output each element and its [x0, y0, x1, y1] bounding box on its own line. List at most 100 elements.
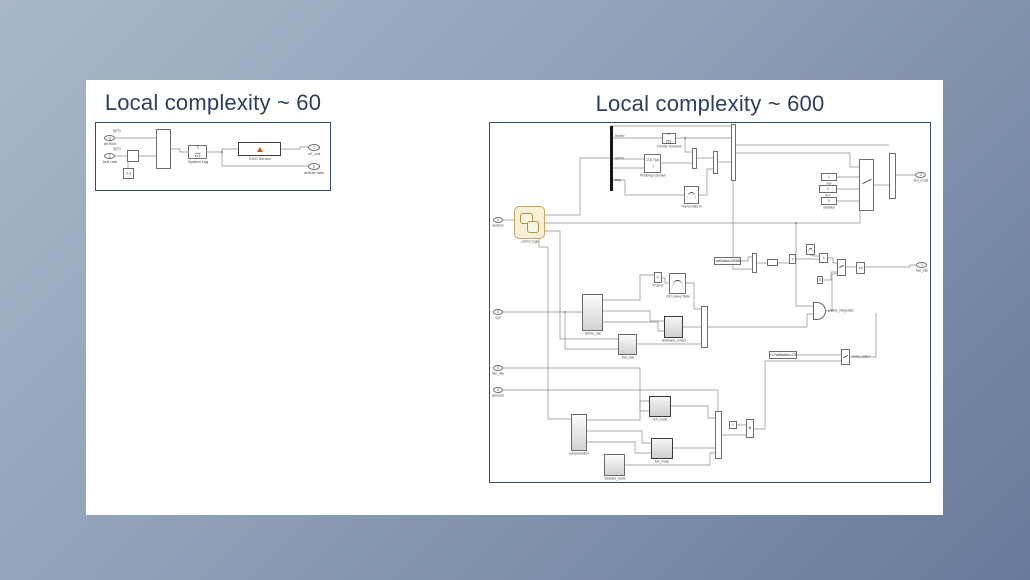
bus-selector-bar: [610, 126, 613, 191]
complex-model-wires: [503, 125, 916, 466]
feedback-control-subsystem: [664, 316, 683, 338]
control-logic-chart-label: control_logic: [520, 240, 539, 244]
pumping-constant-lookup-label: Pumping Constant: [639, 174, 666, 178]
fuel-rate-inport: 1: [104, 153, 115, 159]
fuel-rate-fb-inport-label: fuel_rate: [491, 372, 505, 376]
mux-right: [889, 153, 896, 199]
disabled-mode-subsystem-label: disabled_mode: [603, 477, 626, 481]
fuel-rate-fb-inport: 3: [493, 365, 503, 371]
pressure-inport: 4: [493, 387, 503, 393]
low-mode-const-label: low: [826, 182, 832, 186]
bus-creator: [731, 124, 736, 181]
mux-mid-2: [701, 306, 708, 348]
feedback-control-subsystem-label: feedback_control: [661, 339, 686, 343]
right-panel-title: Local complexity ~ 600: [595, 91, 825, 116]
product-p-label: Product: [652, 284, 664, 288]
lookup-curve-icon: [808, 247, 813, 254]
mux-block: [156, 129, 171, 169]
mid-switch: [837, 259, 846, 276]
switch-diagonal-icon: [842, 354, 849, 358]
disabled-mode-const-label: disabled: [823, 206, 835, 210]
lookup-curve-icon: [672, 279, 683, 293]
lookup-curve-icon: [686, 191, 697, 203]
o2-lookup-table: [669, 273, 686, 294]
pressure-inport-label: pressure: [491, 394, 505, 398]
ego-sensor-block-label: EGO Sensor: [248, 157, 271, 161]
fuel-mode-outport-label: fuel_mode: [913, 179, 928, 183]
mux-bottom: [715, 411, 722, 459]
bar-label-throttle: throttle: [615, 134, 625, 138]
feedforward-lookup: [806, 244, 815, 255]
fuel-calc-subsystem: [618, 334, 637, 355]
fuelmodes-disabled-annotation: In1.FuelModes.DISABLED: [714, 257, 741, 265]
airflow-calc-subsystem: [582, 294, 603, 331]
control-logic-chart: [514, 206, 545, 239]
disabled-mode-const: 0: [821, 197, 837, 205]
o2-out-outport: 1: [308, 144, 320, 151]
fuel-rate-outport: 1: [916, 262, 927, 268]
air-flow-inport: 2: [104, 135, 115, 141]
fuelmodes-low-annotation: In1.FuelModes.LOW: [769, 351, 797, 359]
system-lag-transfer-fcn-label: System Lag: [187, 160, 208, 164]
rich-mode-const-label: rich: [825, 194, 831, 198]
switch-diagonal-icon: [838, 265, 845, 269]
rich-mode-subsystem: [649, 396, 671, 417]
or-gate: [813, 302, 826, 320]
ramp-rate-ki-lookup: [684, 186, 699, 204]
switch-diagonal-icon: [861, 178, 872, 185]
o2-out-outport-label: o2_out: [308, 152, 320, 156]
ego-inport-label: ego: [495, 316, 501, 320]
product-p: x: [654, 272, 662, 283]
low-mode-const: 1: [821, 173, 837, 181]
ramp-rate-ki-lookup-label: Ramp Rate Ki: [681, 205, 702, 209]
compensation-subsystem: [571, 414, 587, 451]
sensors-inport: 1: [493, 217, 503, 223]
metered-fuel-block: [127, 150, 139, 162]
fuel-rate-outport-label: fuel_rate: [915, 269, 928, 273]
bar-label-speed: speed: [615, 156, 624, 160]
mode-select-switch: [841, 349, 850, 365]
slide: Local complexity ~ 60 Local complexity ~…: [86, 80, 943, 515]
rich-mode-const: 2: [819, 185, 837, 193]
compensation-subsystem-label: compensation: [569, 452, 589, 456]
low-mode-subsystem: [651, 438, 673, 459]
or-gate-label: enable_integration: [827, 309, 854, 313]
fuel-calc-subsystem-label: fuel_calc: [621, 356, 634, 360]
low-mode-subsystem-label: low_mode: [654, 460, 670, 464]
constant-0-1: 0.1: [123, 168, 134, 179]
simple-model-wires: [115, 137, 308, 168]
mode-select-switch-label: mode_select: [851, 355, 870, 359]
fuel-rate-inport-label: fuel rate: [102, 160, 117, 164]
fuel-mode-multiport-switch: [859, 159, 874, 211]
matlab-function-icon: [256, 146, 263, 152]
product-1: x: [789, 254, 796, 264]
mux-b: [713, 151, 718, 174]
ego-inport: 2: [493, 309, 503, 315]
air-flow-units-text: (g/s): [113, 128, 121, 132]
left-panel-title: Local complexity ~ 60: [104, 90, 322, 115]
air-fuel-ratio-outport: 2: [308, 163, 320, 170]
mux-mid-1: [752, 253, 757, 273]
airflow-calc-subsystem-label: airflow_calc: [584, 332, 601, 336]
ego-sensor-block: [238, 142, 281, 156]
sensors-inport-label: sensors: [492, 224, 504, 228]
disabled-mode-subsystem: [604, 454, 625, 476]
merge-block: M: [746, 419, 754, 438]
fuel-mode-outport: 2: [915, 172, 926, 178]
throttle-transient-tf-label: Throttle Transient: [656, 145, 682, 149]
one-const: 1: [729, 421, 737, 429]
fuel-rate-units-text: (g/s): [113, 146, 121, 150]
o2-lookup-table-label: O2 Lookup Table: [665, 295, 690, 299]
pumping-constant-lookup: 2-D T(u)?: [644, 154, 661, 173]
product-2: x: [819, 253, 828, 263]
zero-const: 0: [817, 276, 823, 284]
unit-delay: 1/z: [856, 262, 865, 274]
bar-label-map: map: [615, 178, 622, 182]
air-fuel-ratio-outport-label: air/fuel ratio: [303, 171, 325, 175]
rich-mode-subsystem-label: rich_mode: [652, 418, 668, 422]
